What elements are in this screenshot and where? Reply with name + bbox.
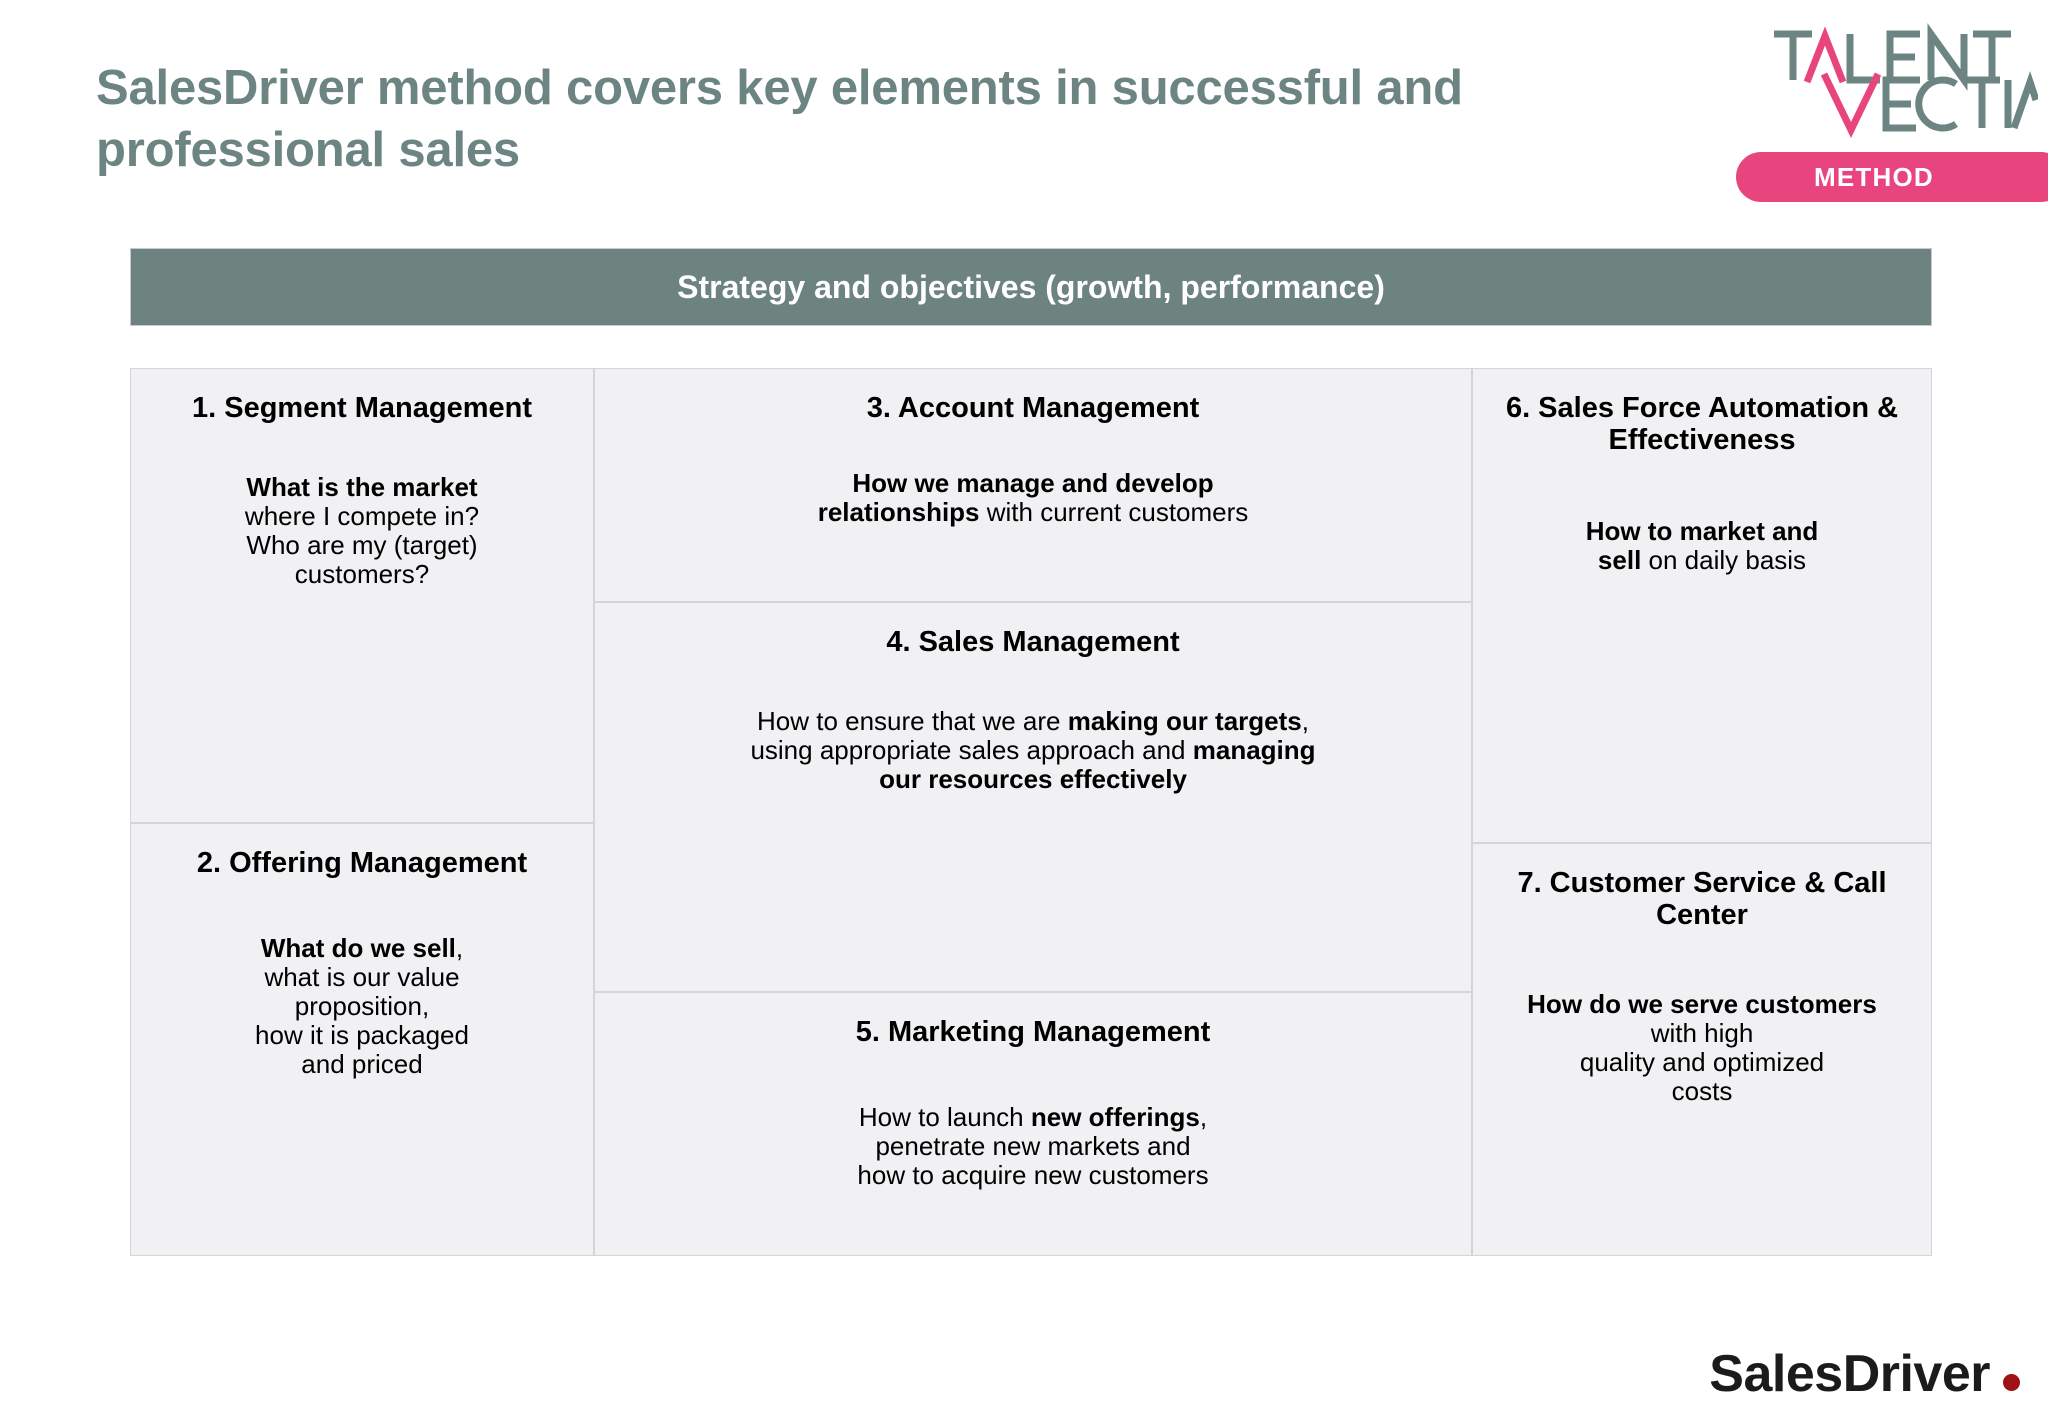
strategy-objectives-bar: Strategy and objectives (growth, perform… <box>130 248 1932 326</box>
matrix-column-right: 6. Sales Force Automation & Effectivenes… <box>1472 368 1932 1256</box>
cell-5-title: 5. Marketing Management <box>855 1016 1211 1048</box>
cell-2-title: 2. Offering Management <box>196 847 528 879</box>
salesdriver-footer-logo: SalesDriver <box>1709 1344 2020 1404</box>
cell-7-title: 7. Customer Service & Call Center <box>1517 867 1887 931</box>
cell-4-body: How to ensure that we are making our tar… <box>750 705 1316 795</box>
cell-1-segment-management[interactable]: 1. Segment Management What is the market… <box>130 368 594 823</box>
talent-vectia-logo <box>1768 22 2038 144</box>
salesdriver-dot-icon <box>2003 1374 2020 1391</box>
cell-3-title: 3. Account Management <box>866 392 1200 424</box>
cell-1-title: 1. Segment Management <box>191 392 533 424</box>
cell-2-offering-management[interactable]: 2. Offering Management What do we sell,w… <box>130 823 594 1256</box>
cell-6-sales-force-automation[interactable]: 6. Sales Force Automation & Effectivenes… <box>1472 368 1932 843</box>
method-badge: METHOD <box>1736 152 2048 202</box>
method-matrix: 1. Segment Management What is the market… <box>130 368 1932 1256</box>
cell-3-account-management[interactable]: 3. Account Management How we manage and … <box>594 368 1472 602</box>
page-title: SalesDriver method covers key elements i… <box>96 61 1463 177</box>
cell-7-customer-service-call-center[interactable]: 7. Customer Service & Call Center How do… <box>1472 843 1932 1256</box>
cell-4-sales-management[interactable]: 4. Sales Management How to ensure that w… <box>594 602 1472 992</box>
cell-5-marketing-management[interactable]: 5. Marketing Management How to launch ne… <box>594 992 1472 1256</box>
matrix-column-middle: 3. Account Management How we manage and … <box>594 368 1472 1256</box>
matrix-column-left: 1. Segment Management What is the market… <box>130 368 594 1256</box>
cell-4-title: 4. Sales Management <box>886 626 1180 658</box>
cell-5-body: How to launch new offerings,penetrate ne… <box>857 1101 1209 1191</box>
cell-6-title: 6. Sales Force Automation & Effectivenes… <box>1505 392 1899 456</box>
salesdriver-wordmark: SalesDriver <box>1709 1345 1990 1403</box>
